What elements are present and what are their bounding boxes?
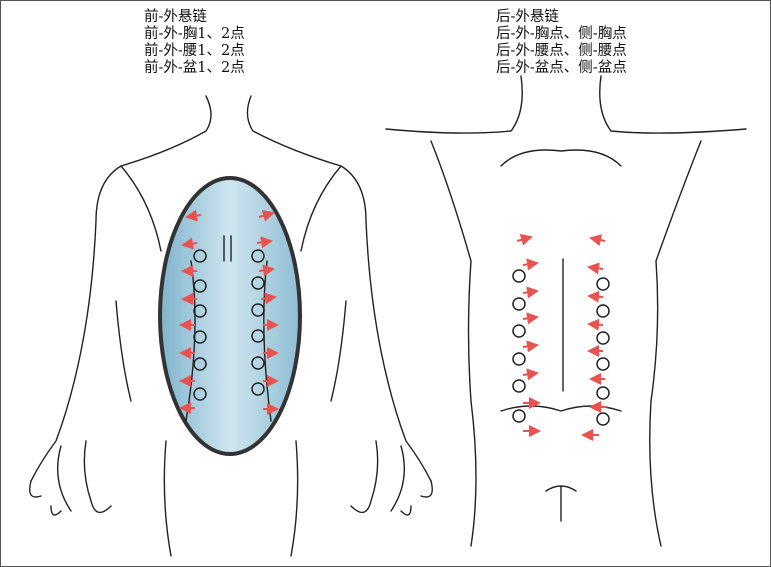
front-line: 前-外-腰1、2点 (144, 43, 245, 59)
back-title: 后-外悬链 (496, 9, 559, 25)
back-line: 后-外-盆点、侧-盆点 (496, 60, 627, 76)
front-arrows (179, 209, 279, 415)
back-line: 后-外-胸点、侧-胸点 (496, 26, 627, 42)
back-arrows (516, 233, 607, 441)
back-line: 后-外-腰点、侧-腰点 (496, 43, 627, 59)
front-chain-ellipse (158, 176, 302, 456)
front-line: 前-外-胸1、2点 (144, 26, 245, 42)
back-body-outline (385, 75, 747, 547)
front-points (193, 249, 265, 401)
front-line: 前-外-盆1、2点 (144, 60, 245, 76)
front-body-outline (29, 95, 433, 557)
back-chain-labels: 后-外悬链 后-外-胸点、侧-胸点 后-外-腰点、侧-腰点 后-外-盆点、侧-盆… (496, 9, 627, 77)
back-points (512, 269, 610, 426)
front-title: 前-外悬链 (144, 9, 207, 25)
front-chain-labels: 前-外悬链 前-外-胸1、2点 前-外-腰1、2点 前-外-盆1、2点 (144, 9, 245, 77)
